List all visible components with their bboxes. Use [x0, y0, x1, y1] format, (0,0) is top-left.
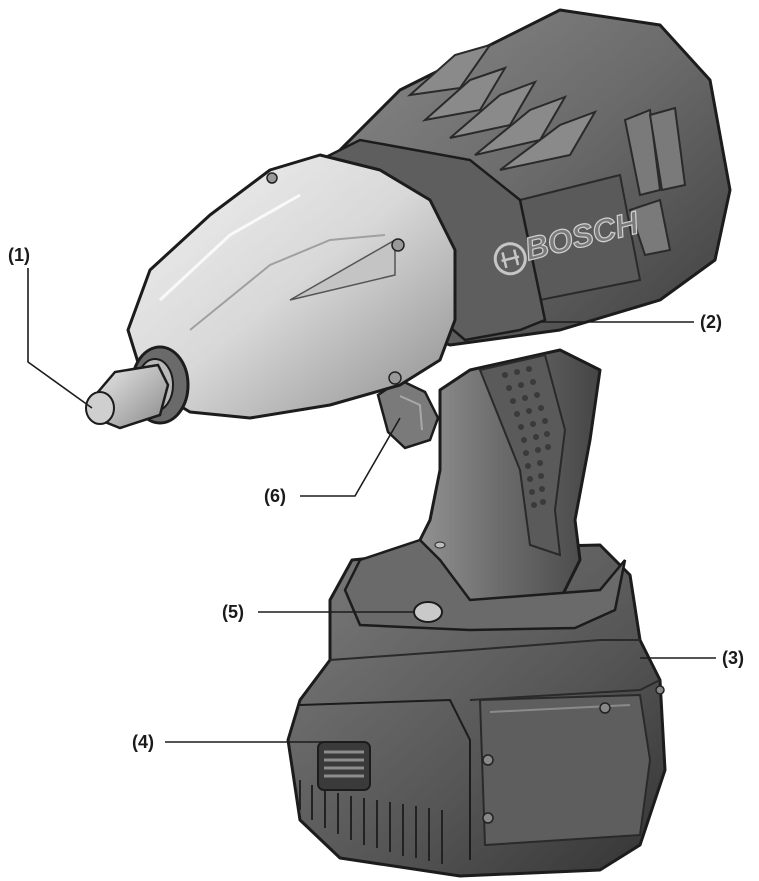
handle-grip	[343, 348, 627, 632]
battery-ribs	[299, 780, 443, 864]
battery-release-button	[317, 741, 371, 791]
housing-screw-icon	[266, 172, 278, 184]
battery-screw-icon	[482, 754, 494, 766]
housing-screw-icon	[391, 238, 405, 252]
battery-screw-icon	[655, 685, 665, 695]
battery-charge-indicator	[413, 601, 443, 623]
battery-screw-icon	[482, 812, 494, 824]
housing-screw-icon	[388, 371, 402, 385]
bosch-logo	[493, 242, 527, 276]
anvil-square-drive	[85, 345, 190, 430]
nose-housing	[126, 153, 457, 420]
leader-line-1	[27, 268, 93, 409]
housing-vents	[406, 43, 598, 171]
battery-screw-icon	[599, 702, 611, 714]
callout-label-4: (4)	[132, 732, 154, 752]
leader-lines	[27, 268, 716, 743]
callout-label-5: (5)	[222, 602, 244, 622]
leader-line-6	[300, 417, 401, 497]
callout-label-3: (3)	[722, 648, 744, 668]
grip-texture	[502, 366, 551, 508]
callout-label-1: (1)	[8, 245, 30, 265]
callout-label-6: (6)	[264, 486, 286, 506]
callout-label-2: (2)	[700, 312, 722, 332]
